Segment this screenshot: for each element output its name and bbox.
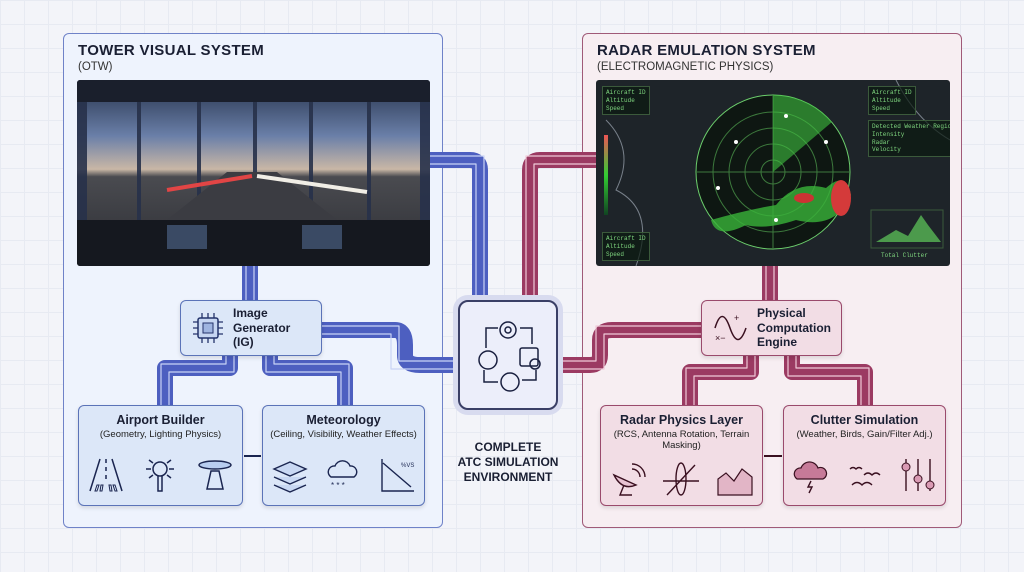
panel-subtitle: (ELECTROMAGNETIC PHYSICS) — [597, 61, 774, 73]
visibility-chart-icon: %VS — [381, 459, 414, 492]
engine-label-1: Physical — [757, 306, 806, 321]
radar-dish-icon — [612, 463, 646, 496]
flow-arrow — [244, 455, 261, 457]
airport-builder-box: Airport Builder (Geometry, Lighting Phys… — [78, 405, 243, 506]
terrain-icon — [717, 468, 753, 496]
svg-text:×−: ×− — [715, 333, 726, 343]
ig-label-2: Generator — [233, 320, 291, 335]
ig-label-3: (IG) — [233, 335, 254, 350]
atc-core-chip — [458, 300, 558, 410]
radar-physics-layer-box: Radar Physics Layer (RCS, Antenna Rotati… — [600, 405, 763, 506]
central-label-line-3: ENVIRONMENT — [463, 470, 553, 484]
box-subtitle: (Weather, Birds, Gain/Filter Adj.) — [796, 429, 933, 440]
ig-label-1: Image — [233, 306, 268, 321]
svg-text:+: + — [734, 313, 739, 323]
engine-label-2: Computation — [757, 320, 831, 335]
engine-label-3: Engine — [757, 335, 798, 350]
cloud-layers-icon — [272, 461, 308, 493]
clutter-simulation-box: Clutter Simulation (Weather, Birds, Gain… — [783, 405, 946, 506]
box-title: Meteorology — [306, 413, 381, 427]
antenna-rotation-icon — [663, 462, 700, 496]
aircraft-info-top-left: Aircraft ID Altitude Speed — [602, 86, 650, 116]
panel-subtitle: (OTW) — [78, 61, 113, 73]
runway-icon — [89, 458, 123, 492]
central-label-line-1: COMPLETE — [474, 440, 542, 454]
gain-sliders-icon — [901, 459, 935, 491]
panel-title: RADAR EMULATION SYSTEM — [597, 42, 816, 59]
box-subtitle: (RCS, Antenna Rotation, Terrain Masking) — [613, 429, 750, 452]
approach-light-icon — [198, 460, 232, 490]
storm-cloud-icon — [793, 461, 827, 494]
box-subtitle: (Geometry, Lighting Physics) — [99, 429, 222, 440]
light-icon — [146, 459, 175, 492]
process-cycle-icon — [478, 321, 541, 392]
chart-label: %VS — [401, 463, 414, 469]
central-label-line-2: ATC SIMULATION — [457, 455, 559, 469]
clutter-chart-label: Total Clutter — [881, 252, 928, 259]
box-title: Clutter Simulation — [810, 413, 919, 427]
weather-regions-box: Detected Weather Regions Intensity Radar… — [868, 120, 950, 158]
chip-icon — [193, 313, 223, 343]
snow-cloud-icon: * * * — [328, 460, 358, 490]
sine-wave-icon: + ×− — [714, 313, 747, 343]
radar-screen: Aircraft ID Altitude Speed Aircraft ID A… — [596, 80, 950, 266]
aircraft-info-bottom-left: Aircraft ID Altitude Speed — [602, 232, 650, 262]
birds-icon — [849, 466, 881, 486]
meteorology-box: Meteorology (Ceiling, Visibility, Weathe… — [262, 405, 425, 506]
flow-arrow — [764, 455, 782, 457]
box-title: Radar Physics Layer — [620, 413, 743, 427]
central-label: COMPLETE ATC SIMULATION ENVIRONMENT — [430, 440, 586, 485]
panel-title: TOWER VISUAL SYSTEM — [78, 42, 265, 59]
box-title: Airport Builder — [116, 413, 205, 427]
tower-view-image — [77, 80, 430, 266]
box-subtitle: (Ceiling, Visibility, Weather Effects) — [270, 429, 417, 440]
aircraft-info-top-right: Aircraft ID Altitude Speed — [868, 86, 916, 116]
svg-text:* * *: * * * — [331, 481, 345, 490]
